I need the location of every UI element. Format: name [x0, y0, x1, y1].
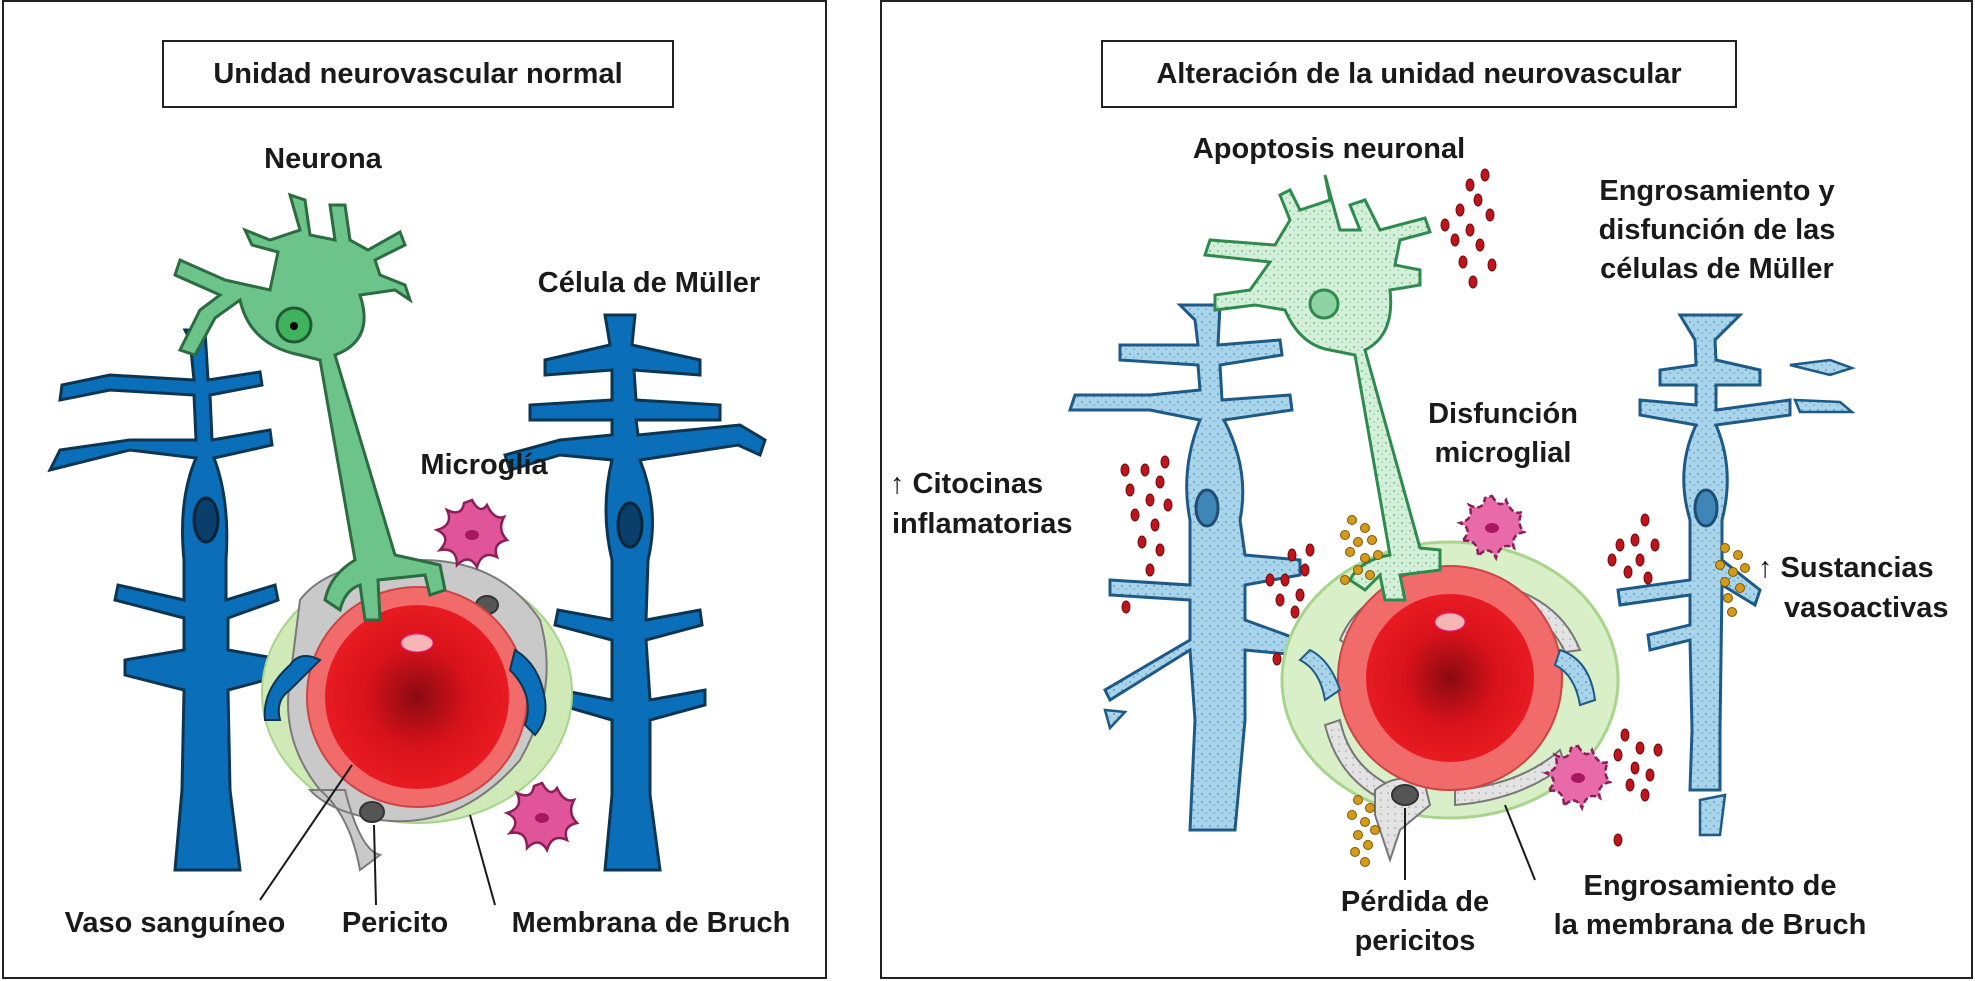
- label-pericito: Pericito: [341, 907, 449, 939]
- label-engrosamiento-muller-2: disfunción de las: [1598, 214, 1836, 246]
- microglia-cell-2: [503, 781, 580, 854]
- label-perdida-2: pericitos: [1354, 925, 1476, 957]
- endfoot-altered-left: [1298, 648, 1342, 702]
- pericyte-lost-nucleus: [1391, 784, 1419, 806]
- label-engrosamiento-muller-3: células de Müller: [1600, 253, 1834, 285]
- neuron-normal: [173, 192, 447, 622]
- label-citocinas-2: inflamatorias: [892, 508, 1073, 540]
- label-microglia: Microglía: [420, 449, 548, 481]
- leader-membrana: [469, 814, 496, 906]
- microglia-cell-1: [433, 498, 510, 571]
- microglia-damaged-2: [1542, 744, 1613, 812]
- muller-fragment-3: [1103, 708, 1128, 731]
- cytokines-cluster: [1120, 168, 1663, 847]
- vasoactive-cluster: [1340, 515, 1750, 867]
- label-vaso: Vaso sanguíneo: [64, 907, 286, 939]
- muller-fragment-2: [1793, 398, 1856, 414]
- label-engrosamiento-muller-1: Engrosamiento y: [1599, 175, 1835, 207]
- pericyte-nucleus: [359, 801, 385, 823]
- vessel-highlight: [400, 633, 434, 653]
- vessel-lumen: [325, 605, 509, 789]
- muller-endfoot-left: [263, 655, 322, 721]
- label-neurona: Neurona: [264, 143, 382, 175]
- muller-fragment-1: [1789, 358, 1856, 377]
- leader-vaso: [259, 764, 353, 901]
- microglia-damaged-1: [1456, 494, 1527, 562]
- endfoot-altered-right: [1553, 648, 1597, 707]
- muller-cell-damaged-right: [1616, 313, 1792, 792]
- label-sustancias-1: ↑ Sustancias: [1758, 552, 1934, 584]
- label-disfuncion-2: microglial: [1434, 437, 1572, 469]
- label-perdida-1: Pérdida de: [1340, 886, 1490, 918]
- muller-endfoot-right: [508, 648, 547, 737]
- vessel-highlight-altered: [1434, 612, 1466, 632]
- label-membrana: Membrana de Bruch: [511, 907, 791, 939]
- label-disfuncion-1: Disfunción: [1428, 398, 1578, 430]
- label-engrosamiento-bruch-1: Engrosamiento de: [1583, 870, 1837, 902]
- label-engrosamiento-bruch-2: la membrana de Bruch: [1553, 909, 1867, 941]
- title-altered: Alteración de la unidad neurovascular: [1101, 40, 1737, 108]
- muller-cell-right: [503, 313, 767, 872]
- label-celula-muller: Célula de Müller: [537, 267, 761, 299]
- label-apoptosis: Apoptosis neuronal: [1192, 133, 1466, 165]
- label-citocinas-1: ↑ Citocinas: [890, 468, 1044, 500]
- vessel-lumen-altered: [1366, 594, 1534, 762]
- muller-cell-left: [47, 328, 287, 872]
- leader-pericito: [373, 824, 377, 906]
- muller-fragment-4: [1698, 793, 1727, 837]
- muller-cell-damaged-left: [1067, 303, 1302, 832]
- label-sustancias-2: vasoactivas: [1784, 592, 1949, 624]
- leader-engrosamiento-bruch: [1504, 804, 1536, 881]
- title-normal: Unidad neurovascular normal: [162, 40, 674, 108]
